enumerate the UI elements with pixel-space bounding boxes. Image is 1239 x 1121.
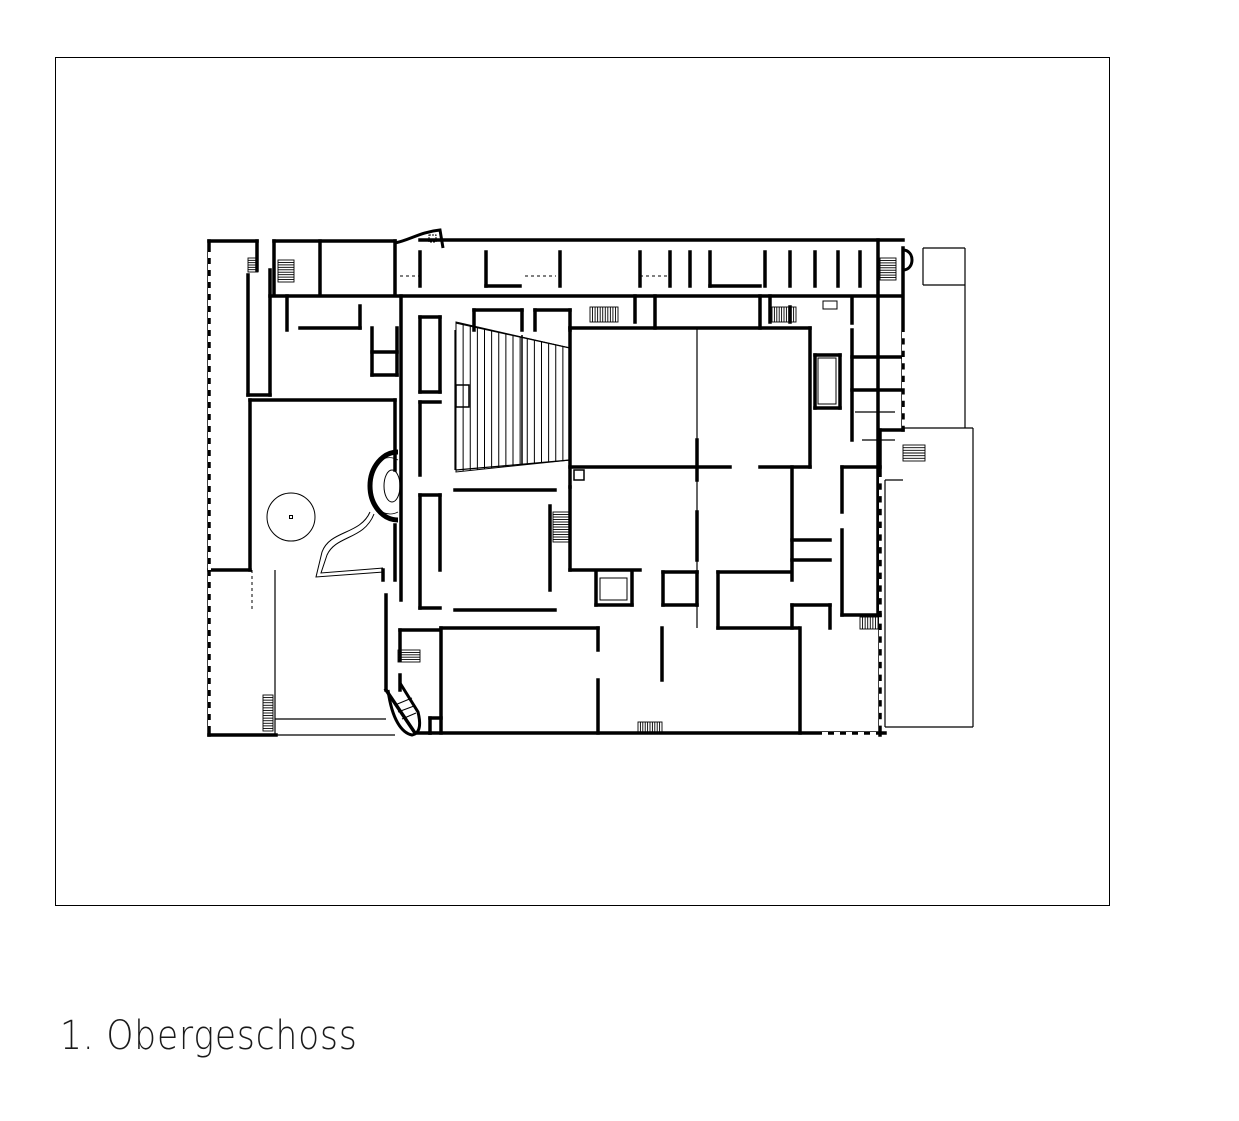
south-facade-windows	[822, 732, 876, 735]
staircases	[247, 257, 926, 733]
spiral-staircase	[367, 449, 401, 523]
balcony-curve	[394, 228, 445, 249]
plan-caption: 1. Obergeschoss	[60, 1013, 358, 1059]
west-facade-windows	[208, 252, 211, 726]
east-stair-bulb	[902, 248, 914, 272]
atrium-circle	[266, 492, 316, 542]
auditorium-seating	[455, 321, 571, 473]
east-facade-windows	[879, 332, 905, 726]
lift-box-east	[817, 357, 837, 405]
structural-walls	[207, 238, 905, 737]
lift-box-top	[822, 300, 838, 310]
stage-lift	[455, 384, 470, 408]
curved-ramp	[315, 511, 384, 578]
dashed-lines	[251, 275, 698, 612]
small-box	[573, 469, 585, 481]
lift-box	[599, 577, 628, 601]
curved-stair-south	[386, 682, 422, 737]
thin-walls	[208, 241, 974, 736]
drawing-frame	[55, 57, 1110, 906]
